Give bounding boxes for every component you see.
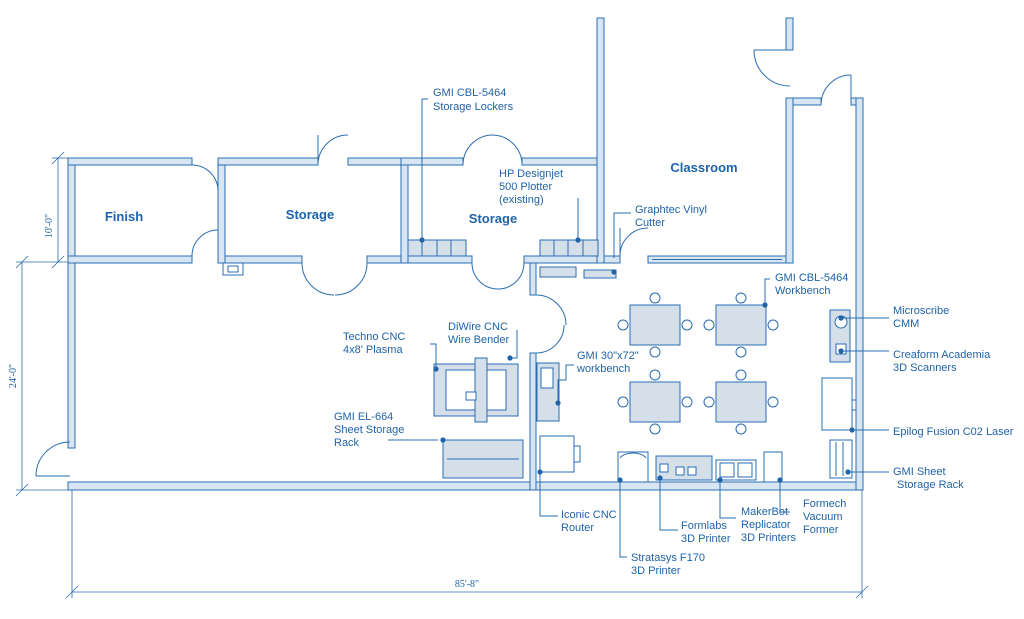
equipment: [222, 239, 857, 483]
label-formlabs: Formlabs 3D Printer: [681, 520, 731, 545]
workbench-table-2: [703, 292, 779, 358]
label-gmi-workbench: GMI 30"x72" workbench: [576, 350, 642, 375]
label-formech: Formech Vacuum Former: [803, 498, 849, 536]
label-stratasys: Stratasys F170 3D Printer: [631, 552, 708, 577]
dimension-24ft: 24'-0": [8, 364, 19, 388]
callouts: GMI CBL-5464 Storage Lockers HP Designje…: [334, 87, 1014, 577]
label-diwire: DiWire CNC Wire Bender: [448, 321, 511, 346]
label-epilog-laser: Epilog Fusion C02 Laser: [893, 426, 1014, 438]
doors: [35, 49, 852, 477]
walls: [67, 17, 864, 491]
label-graphtec-cutter: Graphtec Vinyl Cutter: [635, 204, 710, 229]
label-el664-rack: GMI EL-664 Sheet Storage Rack: [334, 411, 407, 449]
workbench-table-1: [617, 292, 693, 358]
label-creaform: Creaform Academia 3D Scanners: [893, 349, 993, 374]
label-hp-plotter: HP Designjet 500 Plotter (existing): [499, 168, 566, 206]
dimensions: 10'-0" 24'-0" 85'-8": [8, 151, 869, 599]
workbench-table-4: [703, 369, 779, 435]
label-makerbot: MakerBot Replicator 3D Printers: [741, 506, 797, 544]
label-sheet-rack-right: GMI Sheet Storage Rack: [893, 466, 964, 491]
room-storage-1: Storage: [286, 207, 334, 222]
label-iconic-router: Iconic CNC Router: [561, 509, 620, 534]
dimension-10ft: 10'-0": [44, 214, 55, 238]
label-techno-plasma: Techno CNC 4x8' Plasma: [343, 331, 408, 356]
workbench-table-3: [617, 369, 693, 435]
label-microscribe: Microscribe CMM: [893, 305, 952, 330]
room-labels: Finish Storage Storage Classroom: [105, 160, 738, 226]
label-storage-lockers: GMI CBL-5464 Storage Lockers: [433, 87, 514, 113]
room-classroom: Classroom: [670, 160, 737, 175]
room-finish: Finish: [105, 209, 143, 224]
label-cbl-workbench: GMI CBL-5464 Workbench: [775, 272, 851, 297]
room-storage-2: Storage: [469, 211, 517, 226]
dimension-85ft: 85'-8": [455, 579, 479, 590]
leaders: [388, 98, 889, 558]
